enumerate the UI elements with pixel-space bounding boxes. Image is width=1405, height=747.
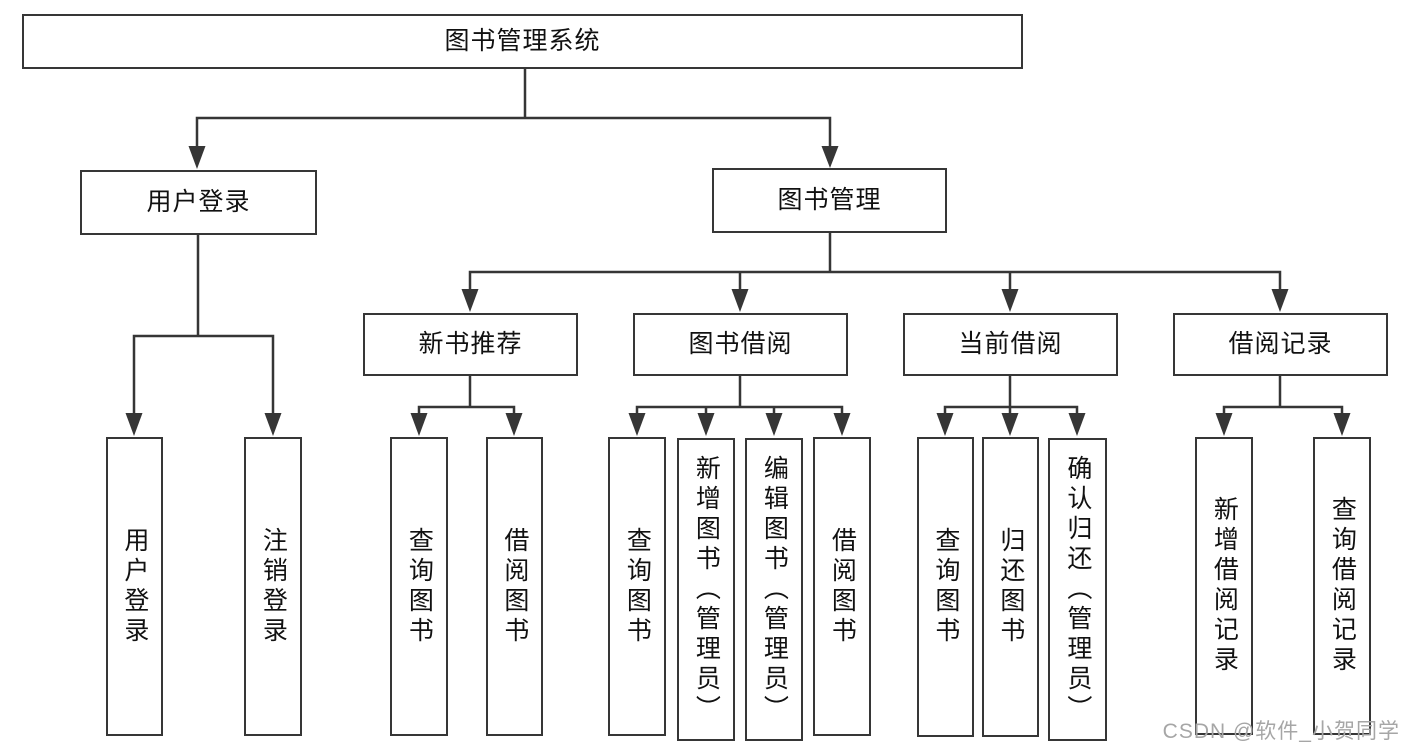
connector-current-borrow bbox=[943, 374, 1079, 419]
node-label: 新增借阅记录 bbox=[1210, 496, 1239, 676]
leaf-user-login: 用户登录 bbox=[106, 437, 163, 736]
node-label: 借阅图书 bbox=[828, 526, 857, 647]
arrow-down-icon bbox=[461, 289, 479, 312]
node-label: 归还图书 bbox=[996, 527, 1025, 647]
node-book-borrow: 图书借阅 bbox=[633, 313, 848, 376]
arrow-down-icon bbox=[125, 413, 143, 436]
arrow-down-icon bbox=[1001, 413, 1019, 436]
arrow-down-icon bbox=[1068, 413, 1086, 436]
node-label: 当前借阅 bbox=[958, 330, 1063, 359]
leaf-borrow-query-books: 查询图书 bbox=[608, 437, 666, 736]
node-label: 确认归还（管理员） bbox=[1063, 454, 1092, 725]
connector-book-borrow bbox=[635, 374, 844, 419]
arrow-down-icon bbox=[1001, 289, 1019, 312]
arrow-down-icon bbox=[505, 413, 523, 436]
csdn-watermark: CSDN @软件_小贺同学 bbox=[1162, 720, 1400, 743]
arrow-down-icon bbox=[1333, 413, 1351, 436]
connector-borrow-records bbox=[1222, 374, 1344, 419]
arrow-down-icon bbox=[821, 146, 839, 168]
node-label: 图书管理 bbox=[777, 186, 882, 215]
node-label: 编辑图书（管理员） bbox=[760, 454, 789, 725]
node-label: 用户登录 bbox=[120, 526, 149, 647]
arrow-down-icon bbox=[936, 413, 954, 436]
arrow-down-icon bbox=[731, 289, 749, 312]
connector-root-stem bbox=[195, 67, 832, 152]
leaf-records-query-record: 查询借阅记录 bbox=[1313, 437, 1371, 735]
connector-new-book-recommend bbox=[417, 374, 516, 419]
node-label: 查询图书 bbox=[623, 526, 652, 647]
node-library-system: 图书管理系统 bbox=[22, 14, 1023, 69]
node-label: 查询借阅记录 bbox=[1328, 496, 1357, 676]
arrow-down-icon bbox=[833, 413, 851, 436]
node-book-management: 图书管理 bbox=[712, 168, 947, 233]
arrow-down-icon bbox=[765, 413, 783, 436]
leaf-borrow-add-books-admin: 新增图书（管理员） bbox=[677, 438, 735, 741]
connector-user-login bbox=[132, 233, 275, 419]
leaf-recommend-borrow-books: 借阅图书 bbox=[486, 437, 543, 736]
node-label: 查询图书 bbox=[931, 527, 960, 647]
node-label: 用户登录 bbox=[146, 188, 251, 217]
node-label: 查询图书 bbox=[405, 526, 434, 647]
arrow-down-icon bbox=[410, 413, 428, 436]
arrow-down-icon bbox=[628, 413, 646, 436]
leaf-current-query-books: 查询图书 bbox=[917, 437, 974, 737]
node-label: 新书推荐 bbox=[418, 330, 523, 359]
node-label: 图书借阅 bbox=[688, 330, 793, 359]
arrow-down-icon bbox=[1215, 413, 1233, 436]
leaf-logout: 注销登录 bbox=[244, 437, 302, 736]
node-label: 借阅图书 bbox=[500, 526, 529, 647]
leaf-borrow-edit-books-admin: 编辑图书（管理员） bbox=[745, 438, 803, 741]
leaf-records-add-record: 新增借阅记录 bbox=[1195, 437, 1253, 735]
node-user-login: 用户登录 bbox=[80, 170, 317, 235]
leaf-recommend-query-books: 查询图书 bbox=[390, 437, 448, 736]
connector-book-mgmt bbox=[468, 231, 1282, 295]
node-label: 借阅记录 bbox=[1228, 330, 1333, 359]
node-label: 图书管理系统 bbox=[444, 27, 601, 56]
node-current-borrow: 当前借阅 bbox=[903, 313, 1118, 376]
node-label: 新增图书（管理员） bbox=[692, 454, 721, 725]
leaf-borrow-borrow-books: 借阅图书 bbox=[813, 437, 871, 736]
node-borrow-records: 借阅记录 bbox=[1173, 313, 1388, 376]
arrow-down-icon bbox=[188, 146, 206, 169]
arrow-down-icon bbox=[264, 413, 282, 436]
arrow-down-icon bbox=[697, 413, 715, 436]
leaf-current-return-books: 归还图书 bbox=[982, 437, 1039, 737]
leaf-current-confirm-return-admin: 确认归还（管理员） bbox=[1048, 438, 1107, 741]
arrow-down-icon bbox=[1271, 289, 1289, 312]
node-new-book-recommend: 新书推荐 bbox=[363, 313, 578, 376]
node-label: 注销登录 bbox=[259, 526, 288, 647]
